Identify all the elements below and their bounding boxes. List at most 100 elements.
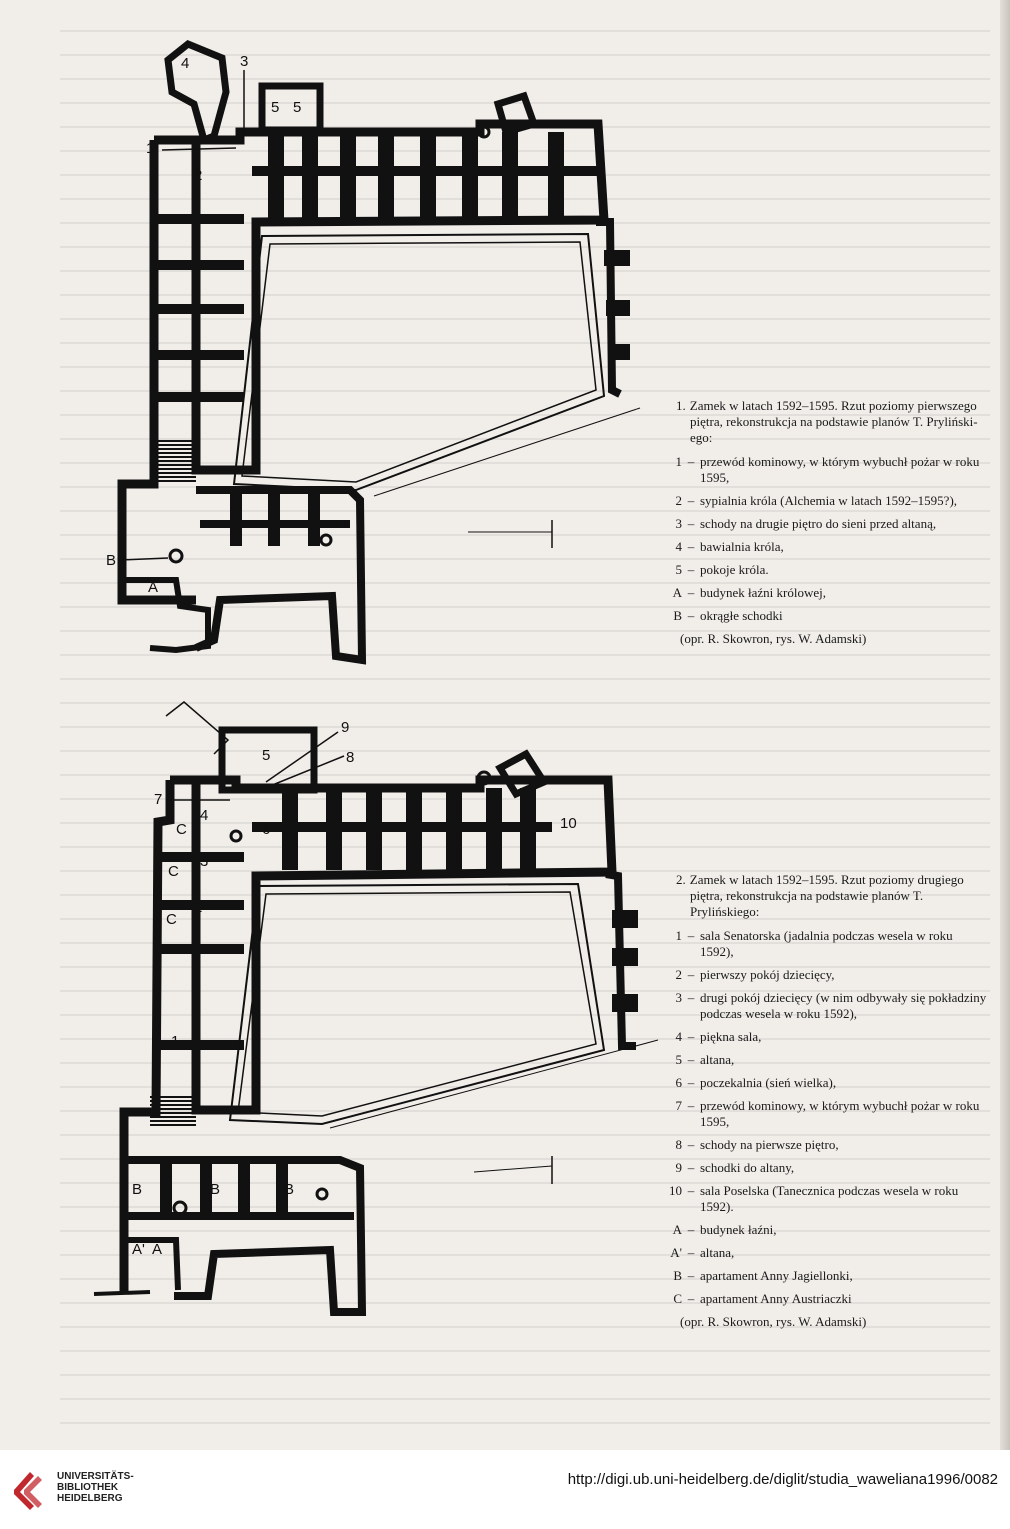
legend-dash: – bbox=[687, 539, 695, 554]
legend-key: 5 bbox=[675, 1052, 683, 1067]
legend-text: przewód kominowy, w którym wybuchł pożar… bbox=[700, 1098, 980, 1129]
legend-dash: – bbox=[687, 1029, 695, 1044]
legend-key: 6 bbox=[675, 1075, 683, 1090]
legend-text: przewód kominowy, w którym wybuchł pożar… bbox=[700, 454, 980, 485]
legend-key: 3 bbox=[675, 990, 683, 1005]
scanned-page: 4 3 5 5 1 2 B A bbox=[0, 0, 1010, 1450]
plan1-label-1: 1 bbox=[146, 140, 154, 157]
legend-dash: – bbox=[687, 1075, 695, 1090]
legend-text: piękna sala, bbox=[700, 1029, 762, 1044]
caption-first-floor: 1.Zamek w latach 1592–1595. Rzut poziomy… bbox=[662, 398, 987, 647]
legend-dash: – bbox=[687, 967, 695, 982]
plan-second-floor: 9 5 8 7 4 C 6 10 3 C 2 C 1 B B B A' A bbox=[93, 701, 659, 1316]
legend-dash: – bbox=[687, 1268, 695, 1283]
caption1-legend: 1 – przewód kominowy, w którym wybuchł poż… bbox=[662, 454, 987, 624]
legend-key: 2 bbox=[675, 493, 683, 508]
caption1-credit: (opr. R. Skowron, rys. W. Adamski) bbox=[680, 631, 867, 646]
legend-dash: – bbox=[687, 1098, 695, 1113]
page-edge bbox=[1000, 0, 1010, 1450]
plan2-label-8: 8 bbox=[346, 749, 354, 766]
legend-dash: – bbox=[687, 1245, 695, 1260]
plan1-label-2: 2 bbox=[194, 167, 202, 184]
plan1-label-3: 3 bbox=[240, 53, 248, 70]
legend-text: sala Senatorska (jadalnia podczas wesela… bbox=[700, 928, 953, 959]
legend-dash: – bbox=[687, 928, 695, 943]
legend-key: 5 bbox=[675, 562, 683, 577]
legend-item: A–budynek łaźni, bbox=[662, 1222, 987, 1238]
legend-dash: – bbox=[687, 990, 695, 1005]
floor-plans: 4 3 5 5 1 2 B A bbox=[93, 39, 659, 1316]
plan2-label-b3: B bbox=[284, 1181, 294, 1198]
legend-item: 10–sala Poselska (Tanecznica podczas wes… bbox=[662, 1183, 987, 1215]
legend-item: 5–altana, bbox=[662, 1052, 987, 1068]
legend-dash: – bbox=[687, 1160, 695, 1175]
legend-text: sala Poselska (Tanecznica podczas wesela… bbox=[700, 1183, 959, 1214]
legend-dash: – bbox=[687, 1052, 695, 1067]
legend-text: schody na drugie piętro do sieni przed a… bbox=[700, 516, 937, 531]
plan2-label-10: 10 bbox=[560, 815, 577, 832]
caption2-credit: (opr. R. Skowron, rys. W. Adamski) bbox=[680, 1314, 867, 1329]
library-name-line1: UNIVERSITÄTS- bbox=[57, 1471, 134, 1482]
legend-item: 9–schodki do altany, bbox=[662, 1160, 987, 1176]
legend-key: 4 bbox=[675, 539, 683, 554]
caption1-title-text: Zamek w latach 1592–1595. Rzut poziomy p… bbox=[689, 398, 978, 445]
legend-item: A'–altana, bbox=[662, 1245, 987, 1261]
legend-key: 4 bbox=[675, 1029, 683, 1044]
plan2-label-3: 3 bbox=[200, 853, 208, 870]
legend-text: schodki do altany, bbox=[700, 1160, 795, 1175]
legend-dash: – bbox=[687, 516, 695, 531]
plan2-label-c3: C bbox=[166, 911, 177, 928]
legend-key: 2 bbox=[675, 967, 683, 982]
viewer-footer: UNIVERSITÄTS- BIBLIOTHEK HEIDELBERG http… bbox=[0, 1450, 1010, 1529]
caption2-title-text: Zamek w latach 1592–1595. Rzut poziomy d… bbox=[689, 872, 964, 919]
legend-dash: – bbox=[687, 1137, 695, 1152]
legend-key: A bbox=[672, 1222, 682, 1237]
legend-text: budynek łaźni królowej, bbox=[700, 585, 826, 600]
library-name-line2: BIBLIOTHEK bbox=[57, 1482, 119, 1493]
plan1-label-5a: 5 bbox=[271, 99, 279, 116]
library-logo-icon[interactable] bbox=[10, 1468, 48, 1510]
legend-item: C–apartament Anny Austriaczki bbox=[662, 1291, 987, 1307]
legend-item: 1–przewód kominowy, w którym wybuchł poż… bbox=[662, 454, 987, 486]
plan2-label-7: 7 bbox=[154, 791, 162, 808]
plan2-label-5: 5 bbox=[262, 747, 270, 764]
legend-item: 4–piękna sala, bbox=[662, 1029, 987, 1045]
plan2-label-4: 4 bbox=[200, 807, 208, 824]
legend-key: B bbox=[673, 1268, 682, 1283]
legend-dash: – bbox=[687, 608, 695, 623]
legend-text: altana, bbox=[700, 1052, 735, 1067]
legend-text: apartament Anny Austriaczki bbox=[700, 1291, 852, 1306]
caption2-title: 2.Zamek w latach 1592–1595. Rzut poziomy… bbox=[662, 872, 987, 920]
plan1-label-b: B bbox=[106, 552, 116, 569]
plan2-label-a: A bbox=[152, 1241, 162, 1258]
plan2-label-1: 1 bbox=[171, 1033, 179, 1050]
plan2-label-b1: B bbox=[132, 1181, 142, 1198]
legend-item: 3–schody na drugie piętro do sieni przed… bbox=[662, 516, 987, 532]
plan2-label-9: 9 bbox=[341, 719, 349, 736]
legend-key: 1 bbox=[675, 928, 683, 943]
plan2-label-6: 6 bbox=[262, 821, 270, 838]
legend-text: pierwszy pokój dziecięcy, bbox=[700, 967, 835, 982]
plan2-label-c2: C bbox=[168, 863, 179, 880]
legend-item: 8–schody na pierwsze piętro, bbox=[662, 1137, 987, 1153]
legend-key: 8 bbox=[675, 1137, 683, 1152]
legend-item: 3–drugi pokój dziecięcy (w nim odbywały … bbox=[662, 990, 987, 1022]
legend-key: 3 bbox=[675, 516, 683, 531]
plan2-label-b2: B bbox=[210, 1181, 220, 1198]
legend-text: budynek łaźni, bbox=[700, 1222, 777, 1237]
legend-key: C bbox=[673, 1291, 682, 1306]
library-name[interactable]: UNIVERSITÄTS- BIBLIOTHEK HEIDELBERG bbox=[57, 1471, 134, 1504]
page-url[interactable]: http://digi.ub.uni-heidelberg.de/diglit/… bbox=[567, 1471, 998, 1488]
legend-text: schody na pierwsze piętro, bbox=[700, 1137, 839, 1152]
caption1-number: 1. bbox=[676, 398, 686, 413]
legend-dash: – bbox=[687, 1222, 695, 1237]
legend-item: 2–sypialnia króla (Alchemia w latach 159… bbox=[662, 493, 987, 509]
plan2-label-2: 2 bbox=[194, 899, 202, 916]
plan1-label-a: A bbox=[148, 579, 158, 596]
plan1-label-5b: 5 bbox=[293, 99, 301, 116]
legend-item: 7–przewód kominowy, w którym wybuchł poż… bbox=[662, 1098, 987, 1130]
legend-key: 1 bbox=[675, 454, 683, 469]
caption-second-floor: 2.Zamek w latach 1592–1595. Rzut poziomy… bbox=[662, 872, 987, 1330]
caption1-title: 1.Zamek w latach 1592–1595. Rzut poziomy… bbox=[662, 398, 987, 446]
legend-text: apartament Anny Jagiellonki, bbox=[700, 1268, 853, 1283]
